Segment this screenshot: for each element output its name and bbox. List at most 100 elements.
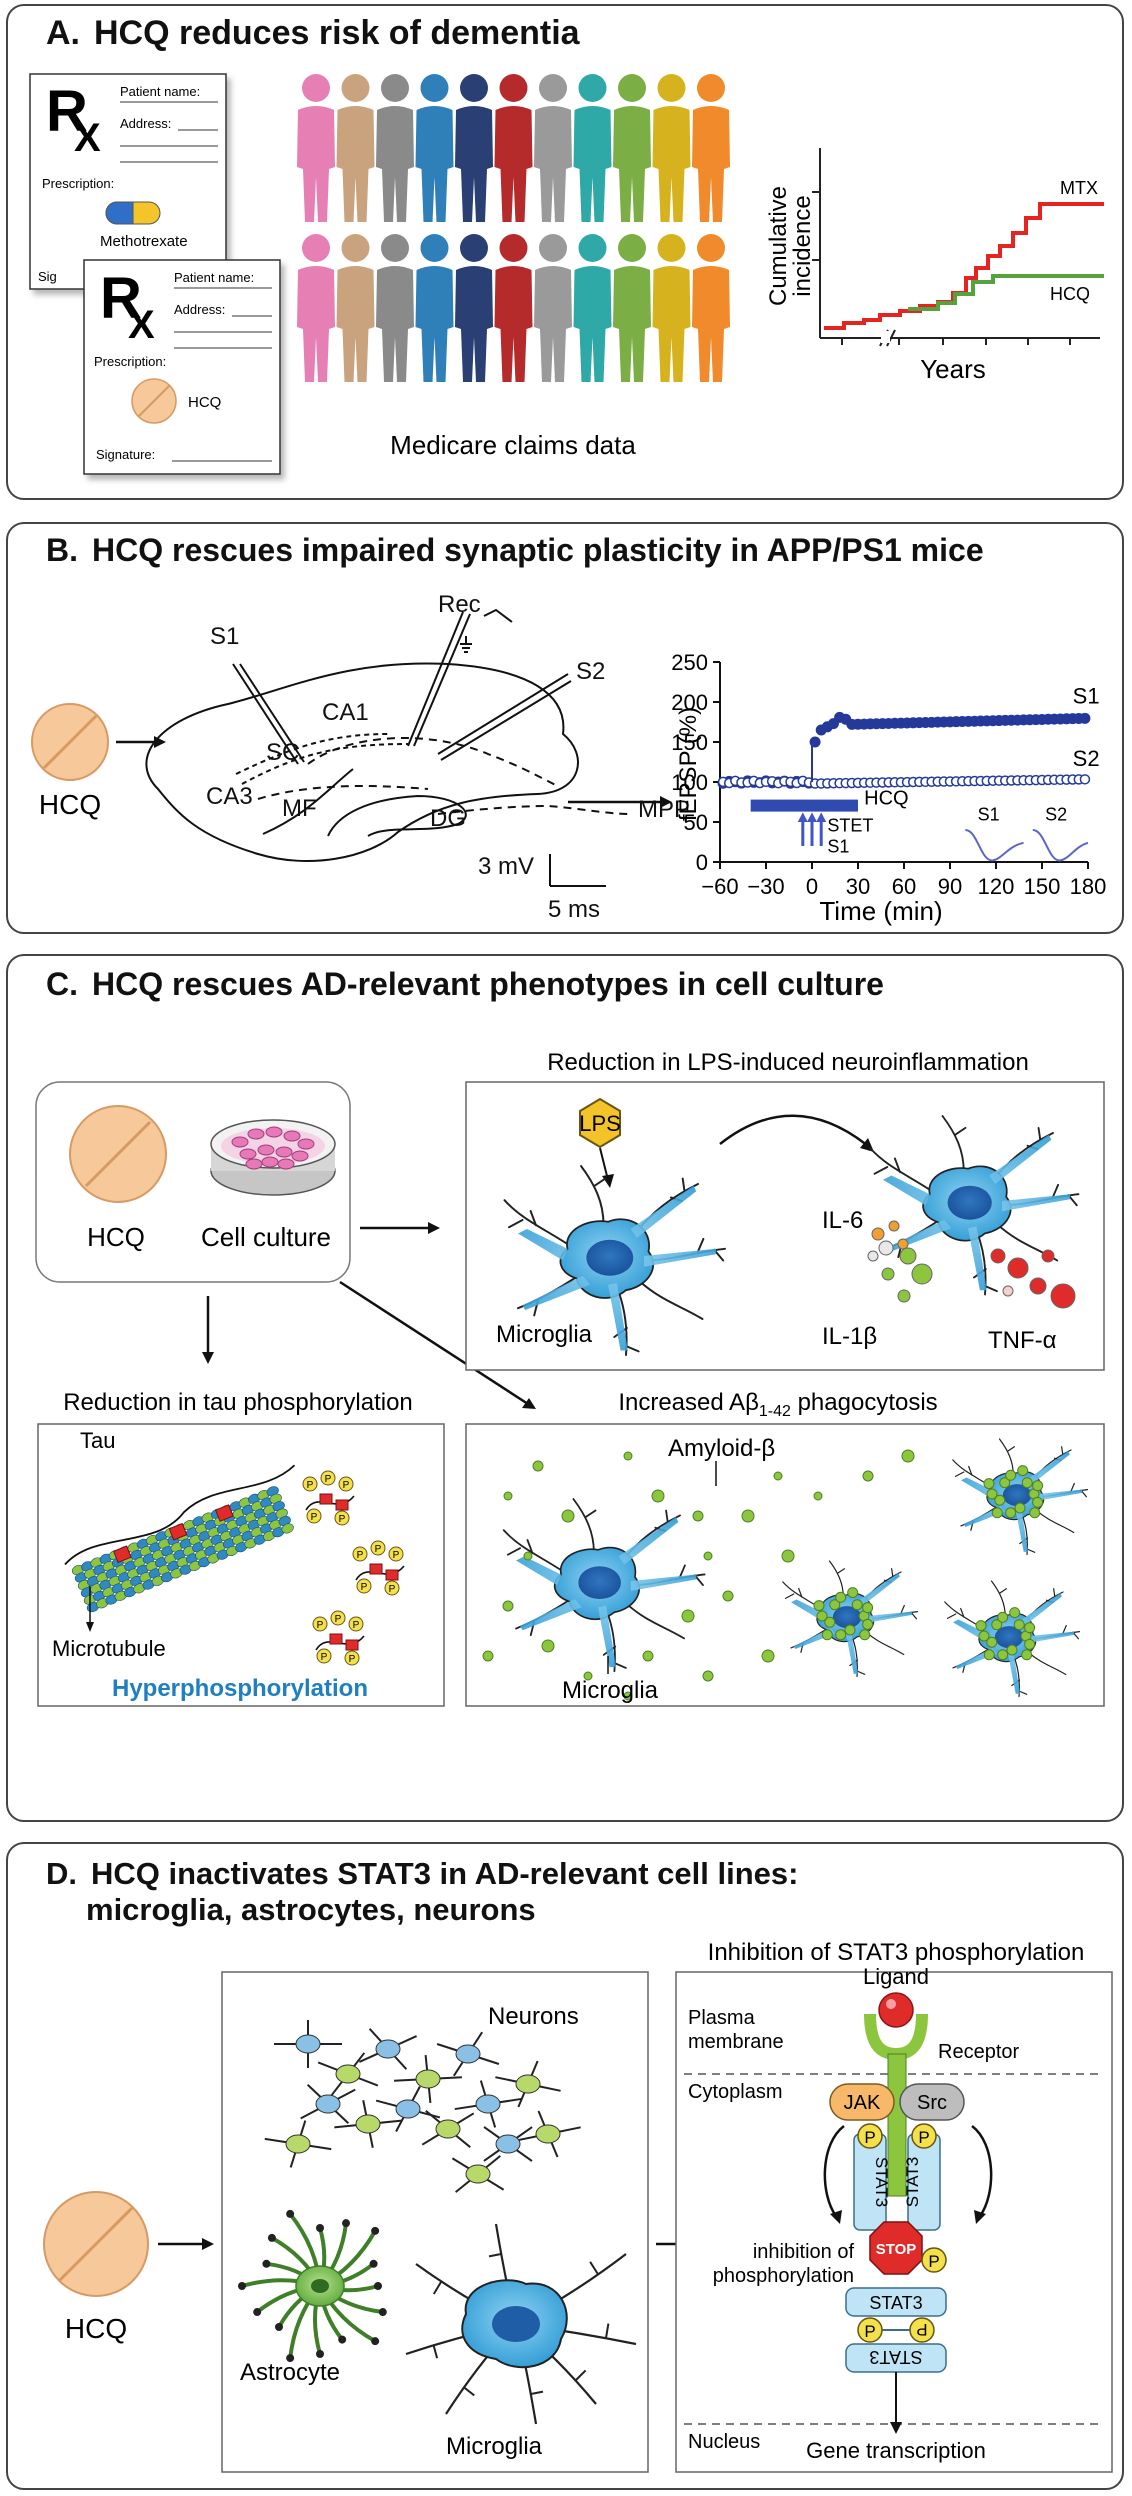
phospho-label: P <box>864 2128 875 2147</box>
label-sc: SC <box>266 739 299 766</box>
stat3-dimer-top: STAT3 <box>869 2293 922 2313</box>
gene-transcription-label: Gene transcription <box>806 2438 986 2463</box>
rx1-drug: Methotrexate <box>100 233 188 250</box>
person-icon <box>376 234 414 382</box>
rx2-address: Address: <box>174 302 225 317</box>
person-icon <box>573 234 612 382</box>
hcq-label: HCQ <box>65 2313 127 2344</box>
hippocampus-slice-diagram <box>145 608 629 862</box>
lps-hexagon-icon <box>579 1097 621 1149</box>
panel-c-title-text: HCQ rescues AD-relevant phenotypes in ce… <box>92 966 884 1002</box>
hcq-bar-label: HCQ <box>864 787 908 809</box>
box3-title: Increased Aβ1-42 phagocytosis <box>618 1389 937 1420</box>
phospho-label: P <box>321 1652 328 1663</box>
stat3-left-label: STAT3 <box>872 2157 891 2207</box>
trace-s1 <box>965 829 1024 862</box>
person-icon <box>494 74 533 222</box>
phospho-label: P <box>916 2320 927 2339</box>
phospho-icon <box>857 2123 883 2149</box>
xtick-label: 90 <box>938 874 962 899</box>
hcq-label: HCQ <box>87 1222 145 1252</box>
phospho-label: P <box>343 1480 350 1491</box>
person-icon <box>692 74 730 222</box>
s2-series-label: S2 <box>1073 746 1100 771</box>
box1-title: Reduction in LPS-induced neuroinflammati… <box>547 1049 1029 1076</box>
ytick-label: 50 <box>684 810 708 835</box>
plasma-label-1: Plasma <box>688 2007 756 2029</box>
person-icon <box>415 74 454 222</box>
microglia-label: Microglia <box>446 2433 543 2460</box>
panel-b-title-text: HCQ rescues impaired synaptic plasticity… <box>92 532 984 568</box>
ylabel-2: incidence <box>789 195 816 296</box>
ytick-label: 0 <box>696 850 708 875</box>
culture-label: Cell culture <box>201 1222 331 1252</box>
nucleus-label: Nucleus <box>688 2431 760 2453</box>
hcq-bar <box>750 799 858 812</box>
person-icon <box>455 234 493 382</box>
phospho-label: P <box>393 1550 400 1561</box>
scale-mv: 3 mV <box>478 853 534 880</box>
person-icon <box>297 234 335 382</box>
fepsp-xlabel: Time (min) <box>819 896 942 926</box>
src-label: Src <box>917 2092 947 2114</box>
panel-b-graphic: HCQ S1 Rec S2 CA1 SC C <box>31 591 1106 926</box>
panel-c-graphic: HCQ Cell culture Reduction in LPS-induce… <box>35 1049 1105 1707</box>
person-icon <box>692 234 730 382</box>
mtx-line <box>824 202 1104 330</box>
xtick-label: −30 <box>747 874 784 899</box>
petri-dish-icon <box>210 1119 336 1196</box>
phospho-label: P <box>339 1514 346 1525</box>
panel-a-letter: A. <box>46 14 80 52</box>
xtick-label: −60 <box>701 874 738 899</box>
panel-d: D.HCQ inactivates STAT3 in AD-relevant c… <box>6 1842 1124 2490</box>
panel-b-letter: B. <box>46 532 78 568</box>
src-icon <box>899 2083 965 2121</box>
tnfa-label: TNF-α <box>988 1327 1057 1354</box>
person-icon <box>613 74 651 222</box>
cytokines <box>867 1220 1076 1309</box>
rx2-symbol: R <box>100 266 142 331</box>
panel-d-title-line1: HCQ inactivates STAT3 in AD-relevant cel… <box>91 1856 799 1891</box>
stet-s1-label: S1 <box>827 836 849 856</box>
phospho-label: P <box>918 2128 929 2147</box>
person-icon <box>494 234 533 382</box>
prescription-hcq: R X Patient name: Address: Prescription:… <box>83 259 281 475</box>
panel-b-title: B. HCQ rescues impaired synaptic plastici… <box>46 532 984 569</box>
astrocyte-label: Astrocyte <box>240 2359 340 2386</box>
jak-label: JAK <box>844 2092 881 2114</box>
years-label: Years <box>920 354 986 384</box>
plasma-label-2: membrane <box>688 2031 784 2053</box>
stop-sign-icon <box>869 2221 923 2275</box>
rx2-symbol-x: X <box>128 303 155 347</box>
microtubule-label: Microtubule <box>52 1636 166 1661</box>
panel-d-title-line2: microglia, astrocytes, neurons <box>86 1891 536 1927</box>
rx2-prescription: Prescription: <box>94 354 166 369</box>
slice-labels: S1 Rec S2 CA1 SC CA3 MF DG MPP 3 mV 5 ms <box>206 591 690 923</box>
trace-s2 <box>1032 829 1089 862</box>
fepsp-chart: fEPSP (%) Time (min) 050100150200250−60−… <box>671 650 1106 926</box>
hcq-line <box>908 274 1104 311</box>
panel-c-title: C.HCQ rescues AD-relevant phenotypes in … <box>46 966 884 1003</box>
hyperphosphorylation-label: Hyperphosphorylation <box>112 1675 368 1702</box>
panel-c: C.HCQ rescues AD-relevant phenotypes in … <box>6 954 1124 1822</box>
panel-a-title: A.HCQ reduces risk of dementia <box>46 14 580 53</box>
rx1-address: Address: <box>120 116 171 131</box>
phospho-label: P <box>349 1654 356 1665</box>
rx1-signature: Sig <box>38 269 57 284</box>
trace-s2-label: S2 <box>1045 804 1067 824</box>
phospho-label: P <box>317 1620 324 1631</box>
rx-symbol-x: X <box>74 116 101 160</box>
person-icon <box>336 74 375 222</box>
prescription-methotrexate: R X Patient name: Address: Prescription:… <box>29 73 227 290</box>
cytoplasm-label: Cytoplasm <box>688 2081 782 2103</box>
microtubule-icon <box>64 1464 296 1613</box>
trace-s1-label: S1 <box>978 804 1000 824</box>
person-icon <box>534 74 572 222</box>
stop-label: STOP <box>876 2241 917 2258</box>
xtick-label: 120 <box>978 874 1015 899</box>
ytick-label: 250 <box>671 650 708 675</box>
phospho-icon <box>911 2123 937 2149</box>
s1-series-label: S1 <box>1073 684 1100 709</box>
rx1-prescription: Prescription: <box>42 176 114 191</box>
scale-ms: 5 ms <box>548 896 600 923</box>
